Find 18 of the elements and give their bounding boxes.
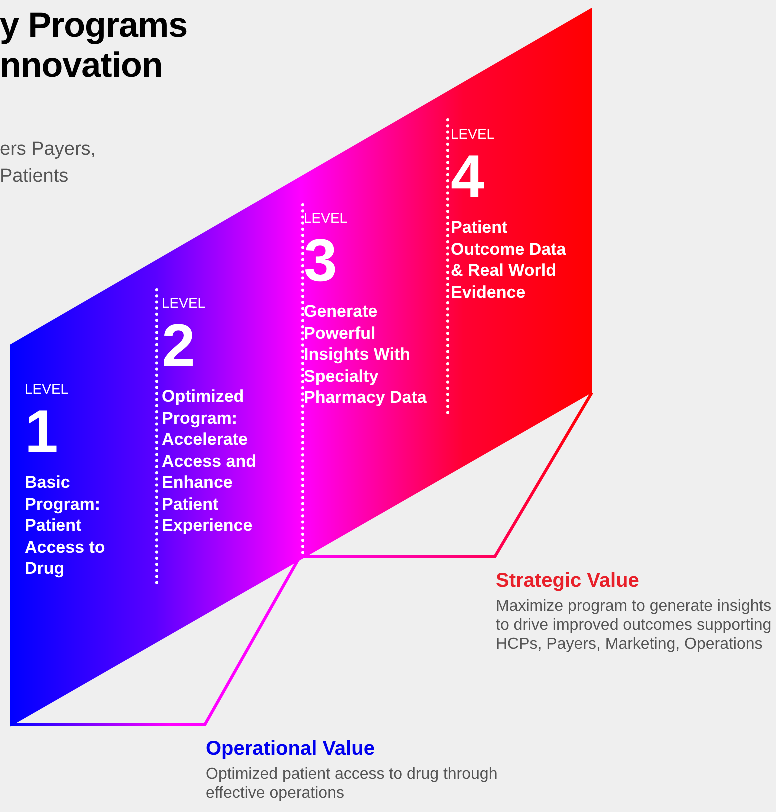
level-number: 1	[25, 400, 60, 464]
title: y Programs nnovation	[0, 6, 189, 86]
level-label: LEVEL	[304, 209, 349, 227]
callout-text: Maximize program to generate insights to drive improved outcomes supporting HCPs, Payers, Marketing, Operations	[496, 597, 773, 654]
level-number: 4	[451, 145, 486, 209]
level-description: Generate Powerful Insights With Specialty Pharmacy Data	[304, 301, 428, 408]
level-label: LEVEL	[162, 294, 207, 312]
callout-text: Optimized patient access to drug through effective operations	[206, 765, 499, 803]
level-label: LEVEL	[25, 380, 70, 398]
level-description: Optimized Program: Accelerate Access and Enhance Patient Experience	[162, 386, 258, 536]
level-description: Patient Outcome Data & Real World Evidence	[451, 217, 568, 303]
level-number: 2	[162, 314, 196, 378]
level-number: 3	[304, 229, 338, 293]
subtitle-text: ers Payers, Patients	[0, 138, 98, 189]
callout-heading: Strategic Value	[496, 569, 640, 594]
callout-heading: Operational Value	[206, 737, 376, 762]
level-label: LEVEL	[451, 125, 496, 143]
level-description: Basic Program: Patient Access to Drug	[25, 472, 106, 580]
